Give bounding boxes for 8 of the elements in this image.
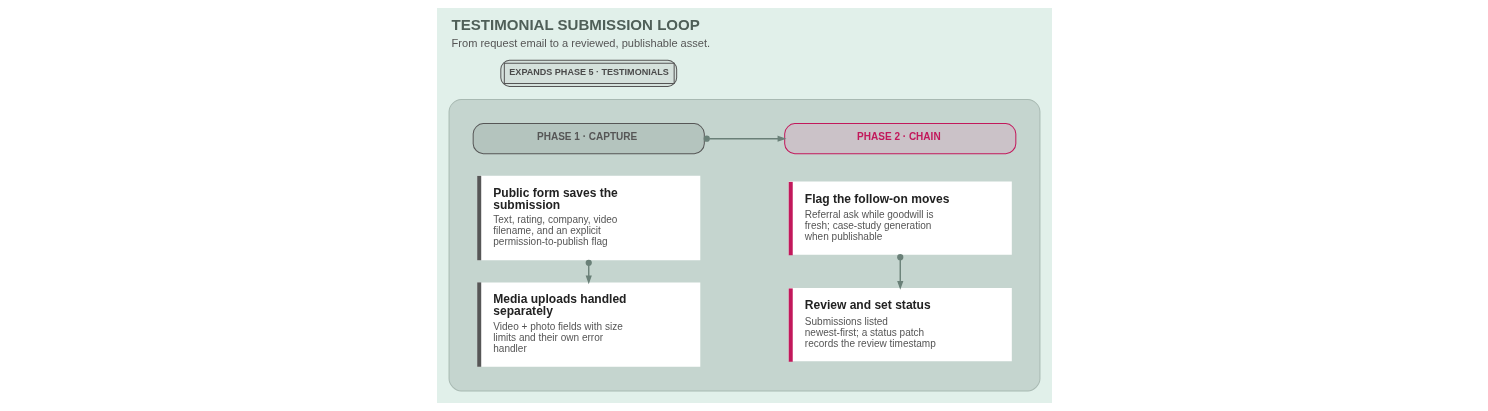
node-box: PHASE 1 · CAPTURE (472, 123, 705, 155)
caption: From request email to a reviewed, publishable asset. (451, 36, 710, 49)
node-box: PHASE 2 · CHAIN (783, 123, 1016, 155)
arrow (703, 135, 786, 142)
arrow (896, 254, 903, 290)
cluster (448, 99, 1040, 392)
diagram-title: TESTIMONIAL SUBMISSION LOOP (451, 15, 700, 33)
label: EXPANDS PHASE 5 · TESTIMONIALS (508, 66, 669, 77)
